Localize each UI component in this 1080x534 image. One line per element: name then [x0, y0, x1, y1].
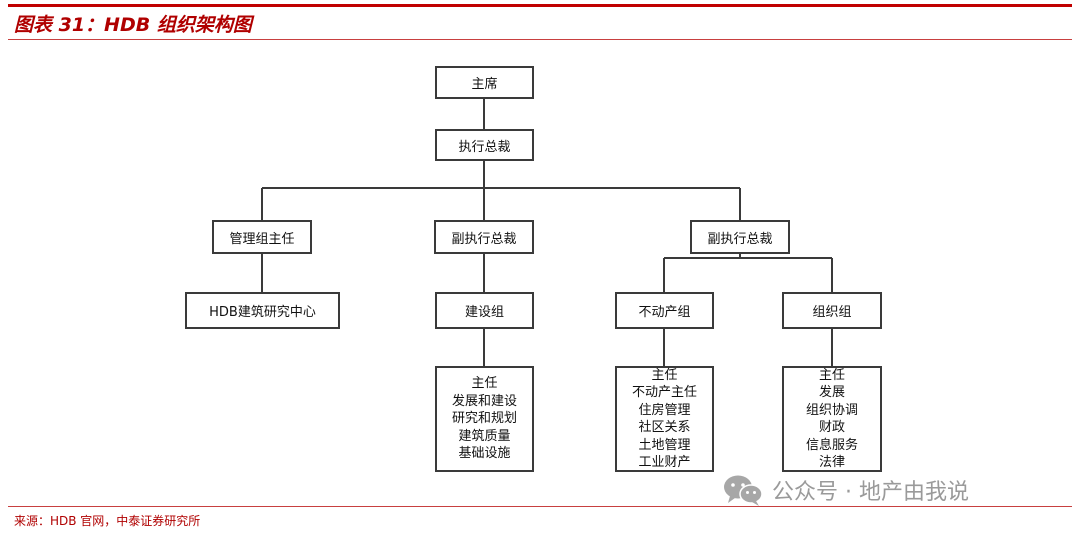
list-item: 土地管理	[638, 437, 691, 453]
list-building-functions: 主任 发展和建设 研究和规划 建筑质量 基础设施	[435, 366, 534, 472]
node-estate-group: 不动产组	[615, 292, 714, 329]
list-item: 信息服务	[805, 437, 858, 453]
list-item: 基础设施	[458, 446, 511, 462]
figure-title: 图表 31：HDB 组织架构图	[14, 14, 252, 36]
top-rule	[8, 4, 1072, 7]
title-rule	[8, 39, 1072, 40]
node-hdb-research-centre: HDB建筑研究中心	[185, 292, 340, 329]
list-item: 发展	[818, 385, 845, 400]
bottom-rule	[8, 506, 1072, 507]
list-item: 主任	[471, 376, 498, 392]
list-item: 组织协调	[805, 402, 858, 418]
node-ceo: 执行总裁	[435, 129, 534, 161]
list-item: 工业财产	[638, 455, 691, 470]
list-corporate-functions: 主任 发展 组织协调 财政 信息服务 法律	[782, 366, 882, 472]
list-item: 社区关系	[638, 420, 691, 435]
watermark: 公众号 · 地产由我说	[722, 473, 969, 507]
list-item: 法律	[818, 455, 845, 470]
node-corporate-group: 组织组	[782, 292, 882, 329]
list-item: 研究和规划	[451, 411, 517, 427]
node-building-group: 建设组	[435, 292, 534, 329]
list-item: 住房管理	[638, 402, 691, 418]
node-chairman: 主席	[435, 66, 534, 99]
list-item: 主任	[651, 367, 678, 383]
watermark-text: 公众号 · 地产由我说	[772, 480, 969, 505]
list-item: 建筑质量	[458, 428, 511, 444]
list-item: 财政	[818, 420, 845, 435]
list-estate-functions: 主任 不动产主任 住房管理 社区关系 土地管理 工业财产	[615, 366, 714, 472]
wechat-icon	[724, 475, 763, 506]
source-note: 来源：HDB 官网，中泰证券研究所	[14, 514, 201, 528]
node-deputy-ceo-right: 副执行总裁	[690, 220, 790, 254]
list-item: 主任	[818, 367, 845, 383]
node-management-head: 管理组主任	[212, 220, 312, 254]
node-deputy-ceo-left: 副执行总裁	[434, 220, 534, 254]
list-item: 不动产主任	[631, 385, 697, 400]
list-item: 发展和建设	[451, 393, 517, 409]
